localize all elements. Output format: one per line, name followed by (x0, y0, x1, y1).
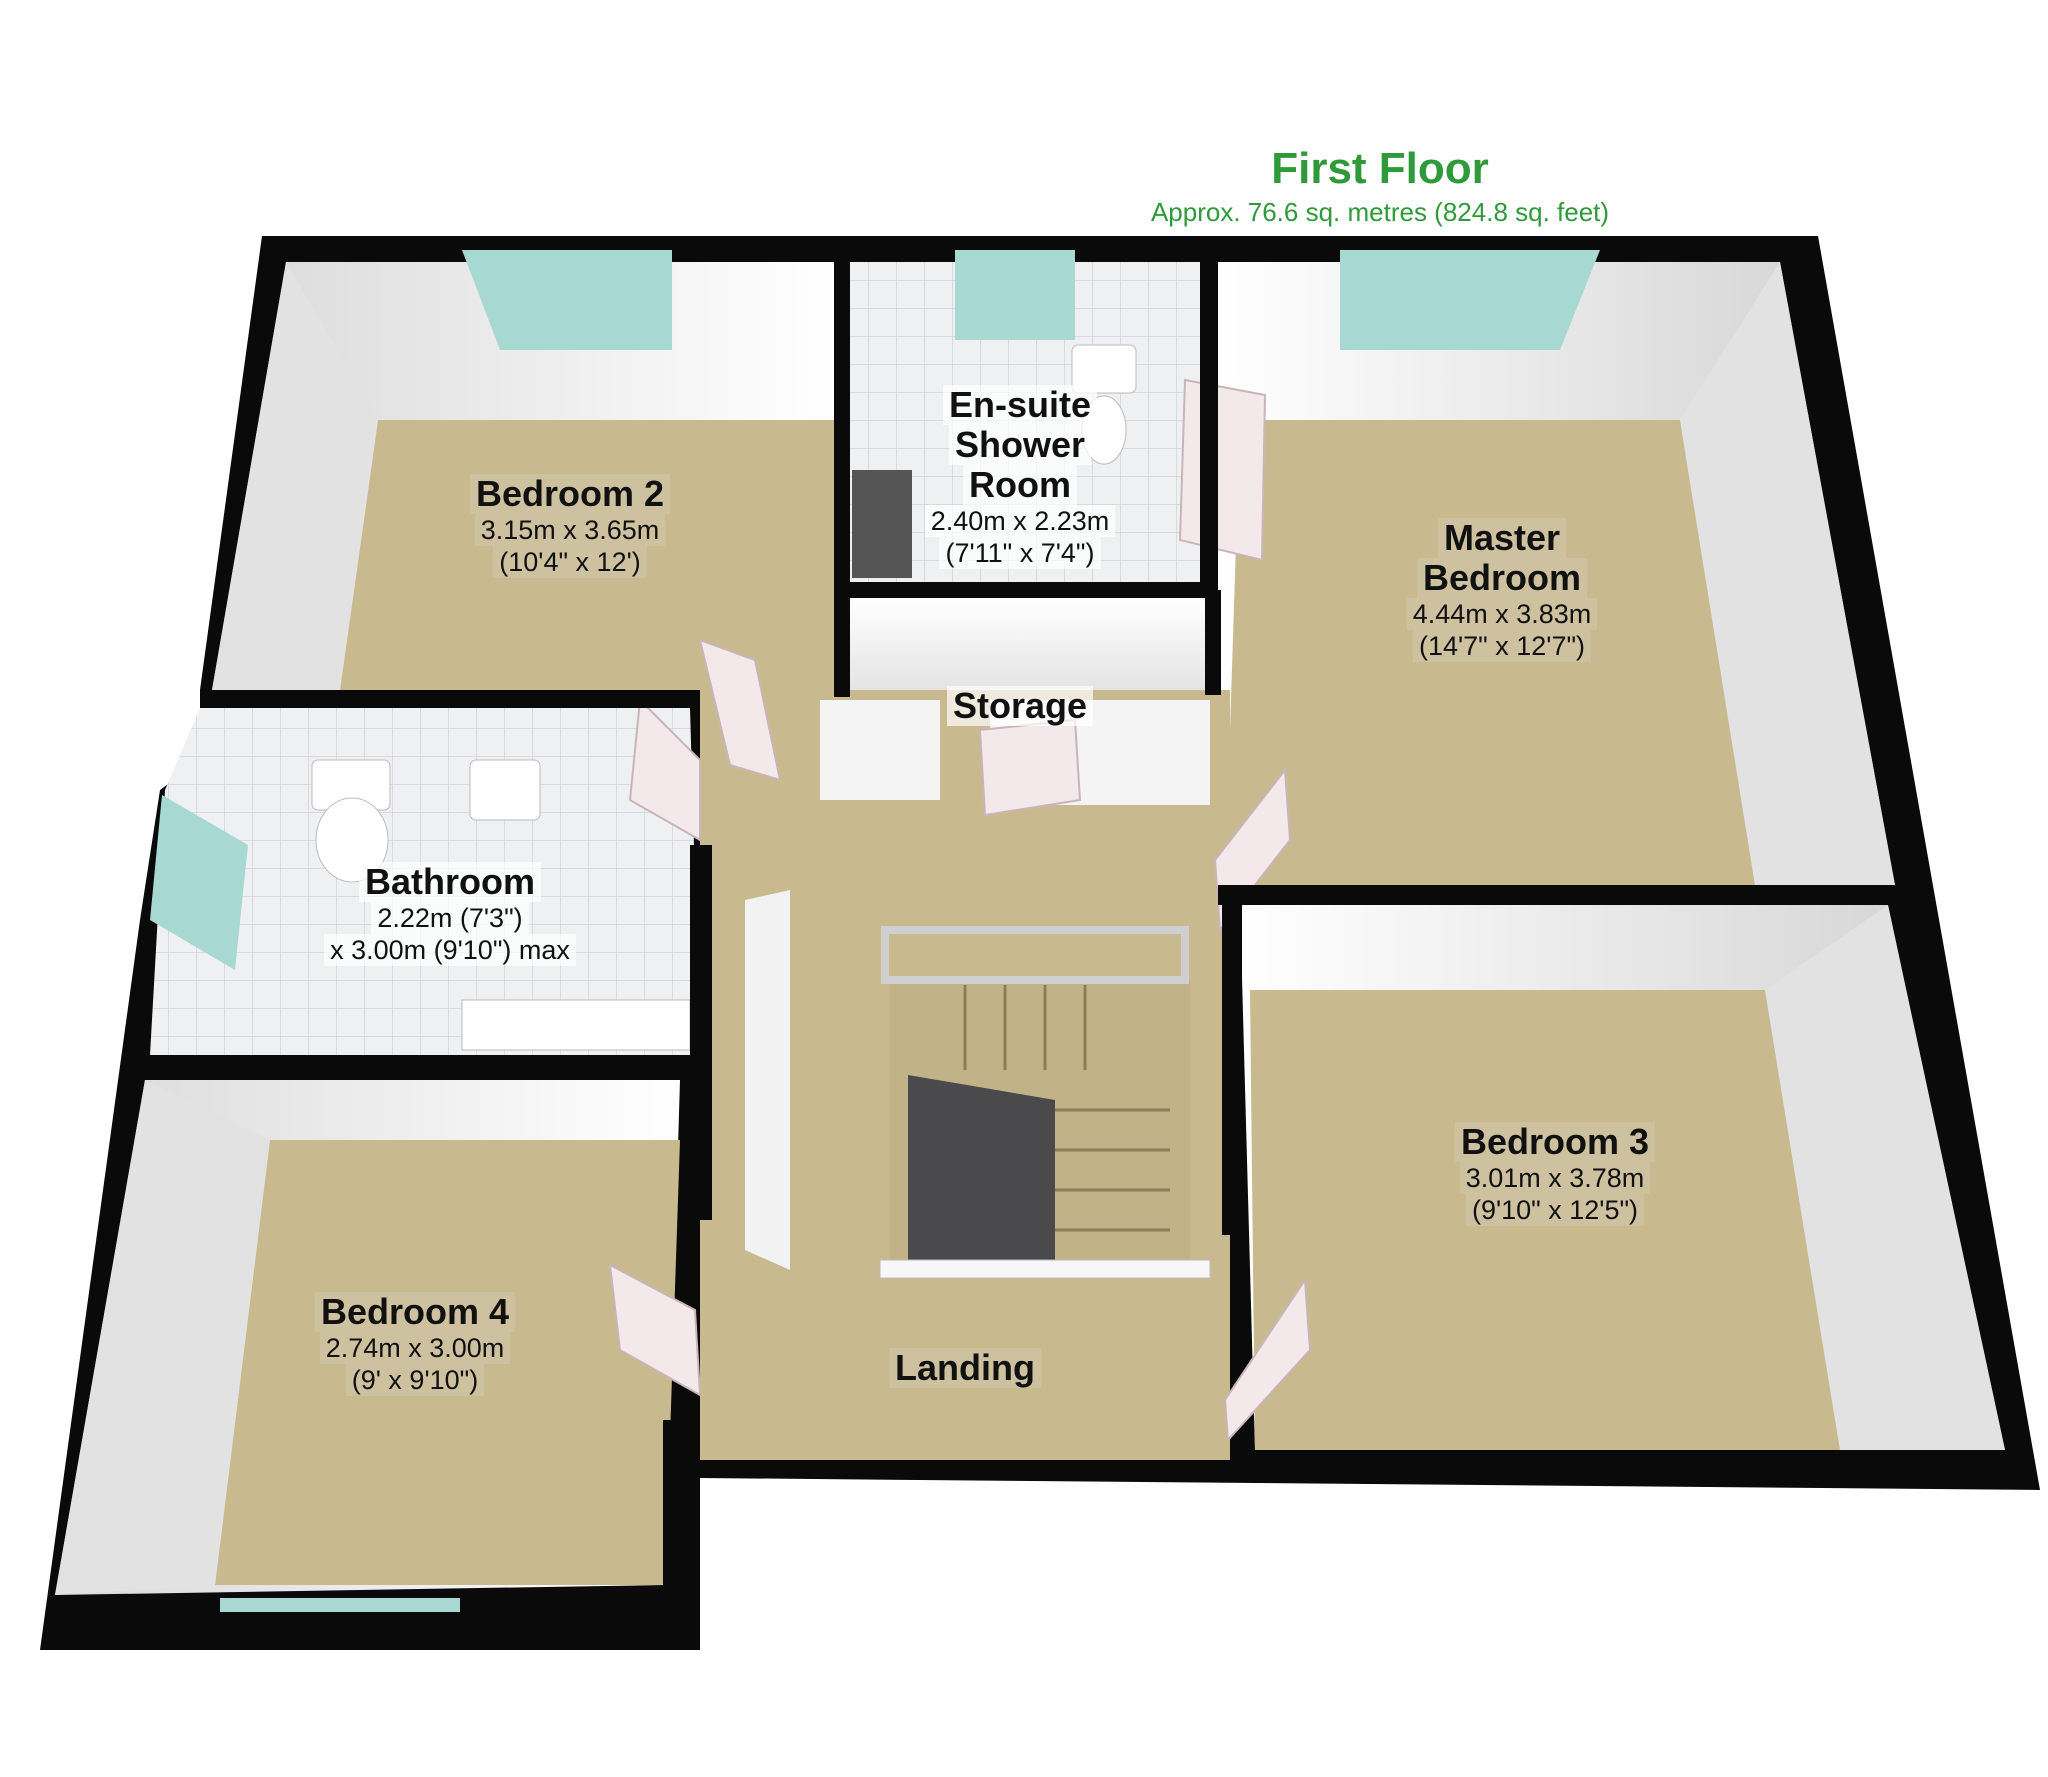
interior-wall (145, 1055, 690, 1077)
window (220, 1598, 460, 1612)
room-dimensions: 2.22m (7'3") (371, 902, 529, 934)
window (955, 250, 1075, 340)
room-name: Storage (946, 686, 1094, 726)
interior-wall (1218, 885, 1898, 905)
room-dimensions-imperial: (9' x 9'10") (345, 1364, 485, 1396)
toilet-icon (1071, 344, 1137, 394)
interior-wall (200, 690, 690, 708)
bedroom-3-label: Bedroom 3 3.01m x 3.78m (9'10" x 12'5") (1405, 1122, 1705, 1226)
room-name: Bedroom 3 (1454, 1122, 1656, 1162)
room-name: Room (963, 465, 1077, 505)
door (1178, 378, 1267, 562)
room-dimensions: 2.40m x 2.23m (924, 505, 1116, 537)
room-dimensions: 2.74m x 3.00m (319, 1332, 511, 1364)
bath-icon (461, 999, 691, 1051)
interior-wall (1222, 885, 1242, 1235)
sink-icon (469, 759, 541, 821)
door (1223, 1277, 1312, 1443)
room-name: Landing (889, 1348, 1041, 1388)
room-name: Bathroom (359, 862, 541, 902)
interior-wall (835, 582, 1215, 598)
room-dimensions-imperial: (10'4" x 12') (493, 546, 647, 578)
interior-wall (834, 262, 850, 697)
room-name: En-suite (942, 385, 1097, 425)
bathroom-label: Bathroom 2.22m (7'3") x 3.00m (9'10") ma… (280, 862, 620, 966)
room-dimensions-imperial: (9'10" x 12'5") (1465, 1194, 1645, 1226)
storage-label: Storage (900, 686, 1140, 726)
interior-wall (690, 845, 712, 1220)
storage-area (835, 598, 1205, 690)
room-name: Bedroom 2 (469, 474, 671, 514)
landing-label: Landing (855, 1348, 1075, 1388)
room-dimensions-imperial: x 3.00m (9'10") max (324, 934, 576, 966)
floor-area: Approx. 76.6 sq. metres (824.8 sq. feet) (1150, 197, 1610, 227)
staircase (879, 926, 1211, 1279)
window (462, 250, 672, 350)
room-dimensions: 3.15m x 3.65m (474, 514, 666, 546)
door (698, 638, 782, 782)
room-name: Bedroom 4 (314, 1292, 516, 1332)
floor-title: First Floor (1271, 144, 1489, 193)
room-dimensions: 3.01m x 3.78m (1459, 1162, 1651, 1194)
room-name: Shower (948, 425, 1092, 465)
ensuite-label: En-suite Shower Room 2.40m x 2.23m (7'11… (870, 385, 1170, 569)
door (608, 1263, 702, 1397)
bedroom-4-label: Bedroom 4 2.74m x 3.00m (9' x 9'10") (265, 1292, 565, 1396)
bedroom-2-label: Bedroom 2 3.15m x 3.65m (10'4" x 12') (420, 474, 720, 578)
room-dimensions-imperial: (7'11" x 7'4") (939, 537, 1101, 569)
shower-icon (852, 470, 912, 578)
bedroom-2-area (212, 250, 834, 690)
room-dimensions: 4.44m x 3.83m (1406, 598, 1598, 630)
interior-wall (1200, 262, 1218, 592)
room-name: Master (1437, 518, 1567, 558)
window (150, 795, 248, 970)
room-dimensions-imperial: (14'7" x 12'7") (1412, 630, 1592, 662)
interior-wall (1205, 590, 1221, 695)
master-bedroom-label: Master Bedroom 4.44m x 3.83m (14'7" x 12… (1352, 518, 1652, 662)
door (628, 697, 701, 842)
interior-wall (663, 1420, 700, 1650)
window (1340, 250, 1600, 350)
floor-header: First Floor Approx. 76.6 sq. metres (824… (1040, 142, 1720, 228)
room-name: Bedroom (1416, 558, 1587, 598)
door (978, 718, 1082, 817)
